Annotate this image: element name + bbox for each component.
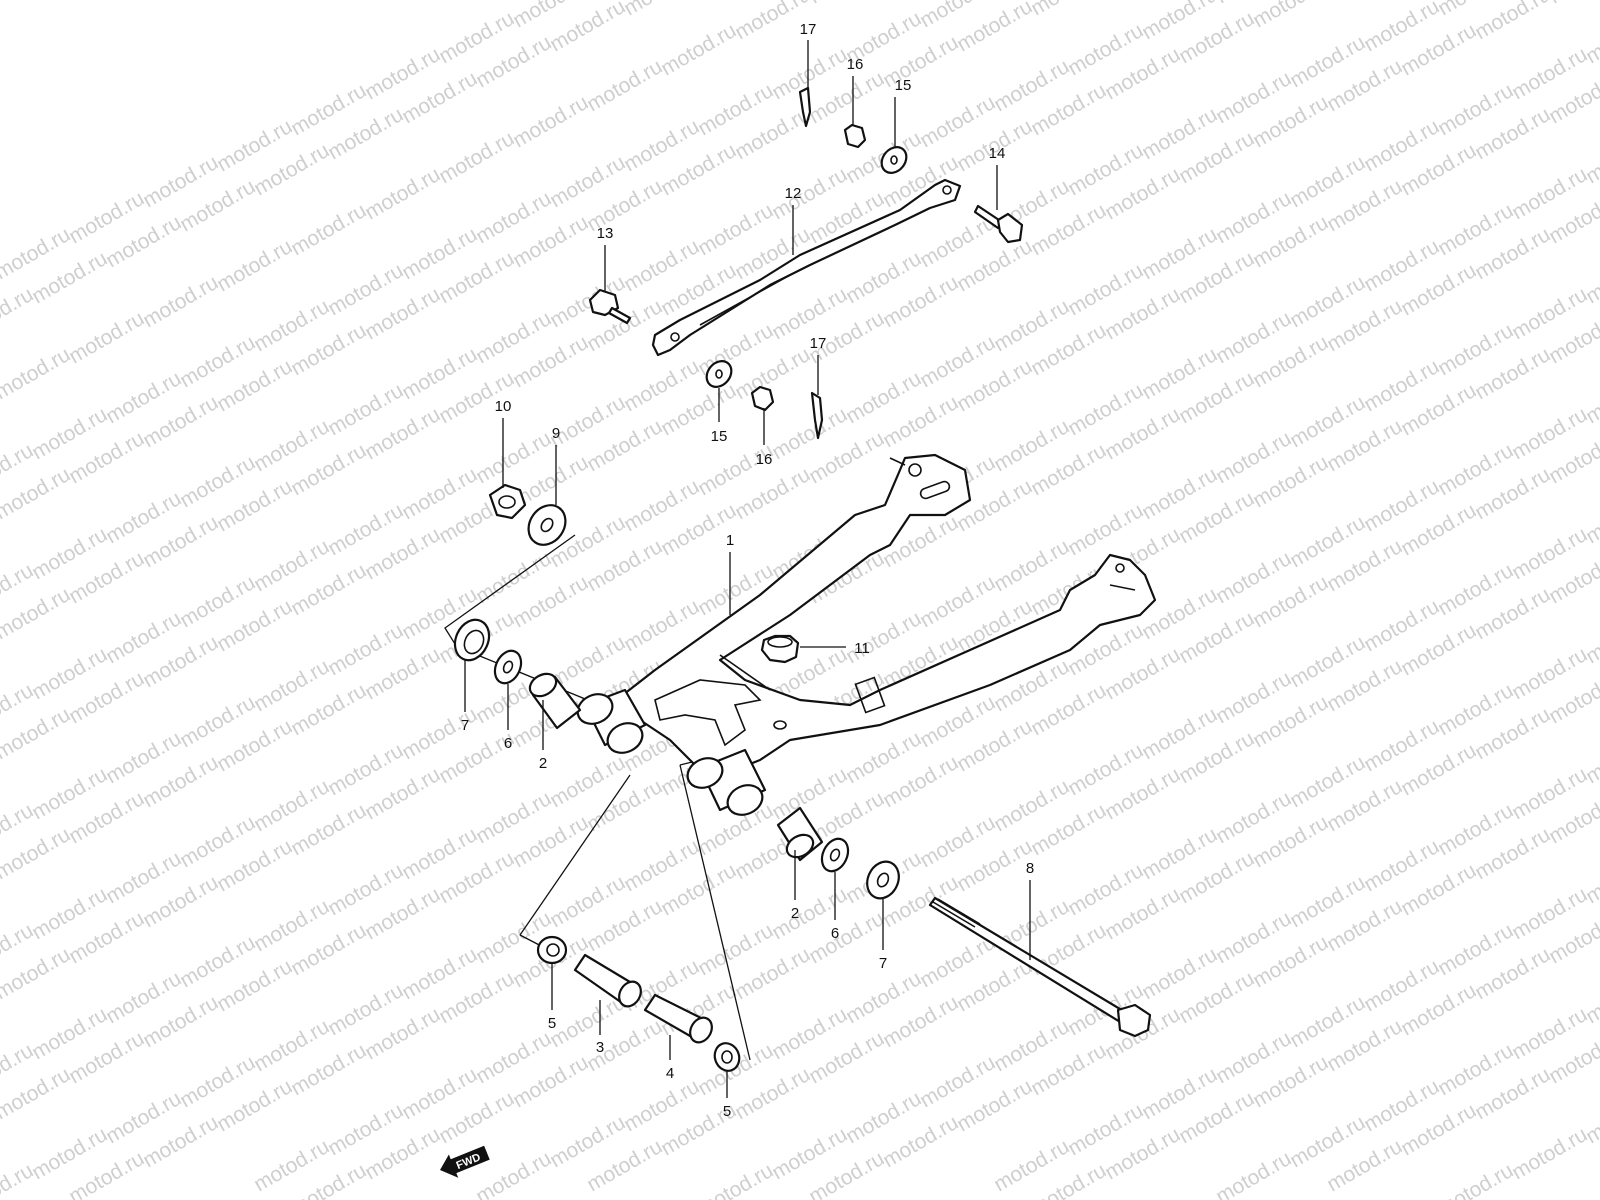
watermark-text: motod.ru	[805, 0, 888, 8]
part-washer-6b	[820, 837, 850, 873]
part-bolt-13	[588, 288, 632, 325]
watermark-text: motod.ru	[65, 307, 148, 368]
callout-6-left: 6	[504, 735, 512, 752]
part-washer-15a	[880, 146, 908, 174]
part-washer-7b	[866, 860, 900, 900]
watermark-text: motod.ru	[1508, 1123, 1591, 1184]
part-nut-16a	[843, 123, 867, 149]
callout-9: 9	[552, 425, 560, 442]
watermark-text: motod.ru	[435, 127, 518, 188]
callout-labels: 1 2 2 3 4 5 5 6 6 7 7 8 9 10 11 12 13 14…	[461, 21, 1034, 1120]
callout-5-left: 5	[548, 1015, 556, 1032]
fwd-arrow-icon: FWD	[440, 1145, 490, 1178]
leader-lines	[464, 40, 1031, 1098]
callout-10: 10	[495, 398, 512, 415]
watermark-text: motod.ru	[509, 91, 592, 152]
watermark-text: motod.ru	[1249, 0, 1332, 32]
part-cotter-pin-17b	[810, 391, 824, 440]
part-spacer-5a	[536, 935, 568, 965]
callout-6-right: 6	[831, 925, 839, 942]
part-nut-16b	[750, 385, 775, 412]
callout-7-left: 7	[461, 717, 469, 734]
callout-3: 3	[596, 1039, 604, 1056]
part-bushing-2b	[776, 806, 824, 862]
callout-15-lower: 15	[711, 428, 728, 445]
watermark-text: motod.ru	[620, 0, 703, 20]
callout-16-lower: 16	[756, 451, 773, 468]
watermark-text: motod.ru	[694, 1159, 777, 1200]
part-torque-link-12	[651, 178, 962, 357]
callout-12: 12	[785, 185, 802, 202]
callout-16-upper: 16	[847, 56, 864, 73]
watermark-text: motod.ru	[361, 163, 444, 224]
watermark-text: motod.ru	[139, 271, 222, 332]
watermark-text: motod.ru	[1545, 0, 1600, 8]
part-seal-7a	[453, 618, 491, 662]
watermark-text: motod.ru	[287, 199, 370, 260]
callout-7-right: 7	[879, 955, 887, 972]
part-washer-9	[527, 504, 567, 546]
part-nut-10	[488, 483, 527, 520]
callout-17-lower: 17	[810, 335, 827, 352]
part-collar-3	[573, 953, 642, 1008]
callout-8: 8	[1026, 860, 1034, 877]
callout-1: 1	[726, 532, 734, 549]
callout-2-left: 2	[539, 755, 547, 772]
callout-14: 14	[989, 145, 1006, 162]
callout-4: 4	[666, 1065, 674, 1082]
part-collar-4	[643, 993, 713, 1044]
part-bolt-14	[973, 204, 1024, 244]
callout-13: 13	[597, 225, 614, 242]
watermark-text: motod.ru	[657, 19, 740, 80]
callout-11: 11	[854, 640, 870, 657]
watermark-text: motod.ru	[0, 343, 74, 404]
part-cotter-pin-17a	[798, 86, 812, 128]
part-washer-6a	[493, 649, 523, 685]
watermark-text: motod.ru	[1212, 1147, 1295, 1200]
callout-5-right: 5	[723, 1103, 731, 1120]
callout-17-upper: 17	[800, 21, 817, 38]
fwd-label: FWD	[455, 1151, 483, 1172]
part-bushing-2a	[528, 672, 582, 730]
part-axle-bolt-8	[928, 896, 1152, 1038]
part-damper-11	[760, 634, 800, 664]
watermark-text: motod.ru	[1471, 0, 1554, 44]
callout-2-right: 2	[791, 905, 799, 922]
callout-15-upper: 15	[895, 77, 912, 94]
watermark-text: motod.ru	[1027, 0, 1110, 20]
swingarm-part	[576, 453, 1157, 816]
part-spacer-5b	[713, 1042, 741, 1072]
watermark-text: motod.ru	[213, 235, 296, 296]
watermark-text: motod.ru	[1434, 1159, 1517, 1200]
part-washer-15b	[705, 360, 733, 388]
watermark-text: motod.ru	[583, 55, 666, 116]
